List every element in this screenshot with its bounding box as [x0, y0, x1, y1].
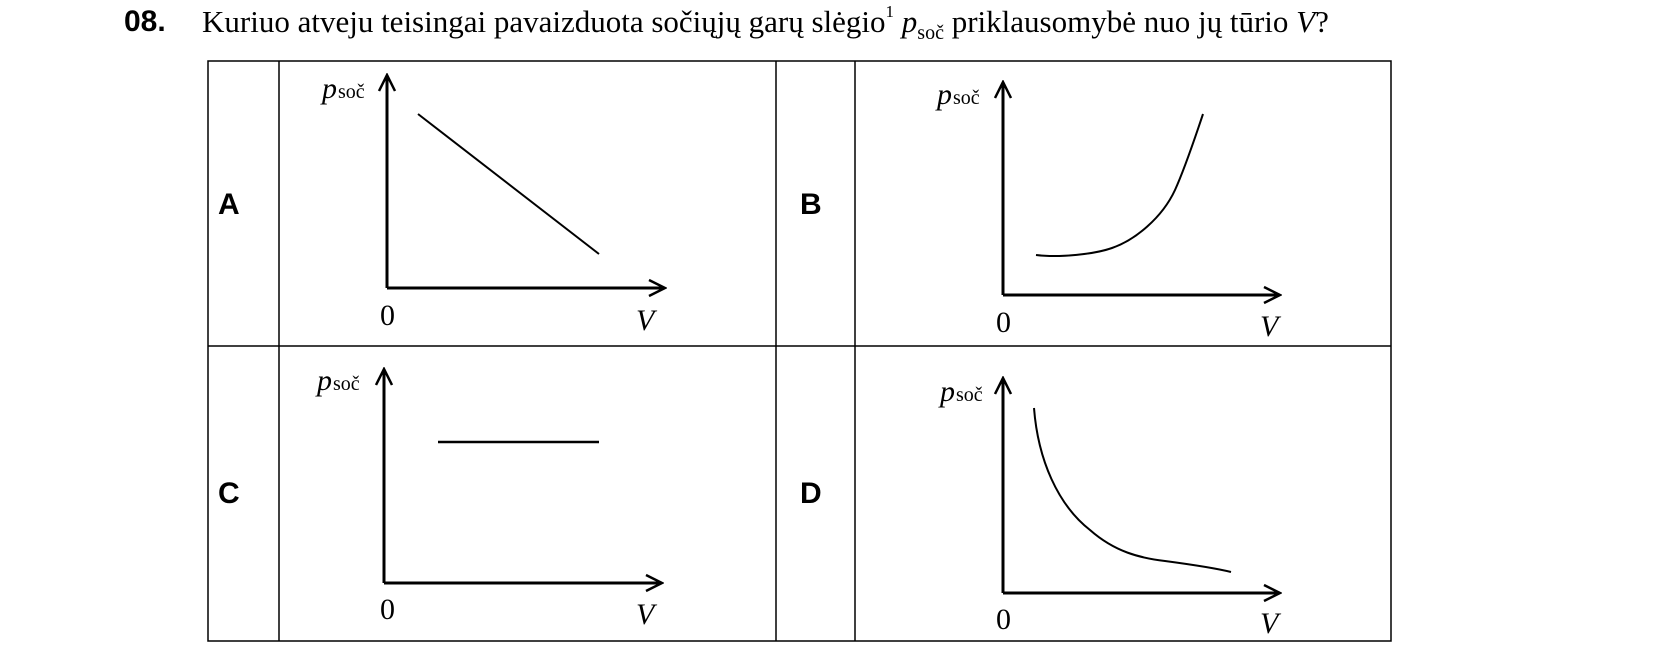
y-axis-subscript: soč [333, 373, 360, 395]
origin-label: 0 [380, 299, 395, 332]
y-axis-label: p [315, 364, 332, 397]
option-letter-a: A [218, 188, 240, 221]
origin-label: 0 [996, 603, 1011, 636]
y-axis-subscript: soč [956, 384, 983, 406]
option-letter-c: C [218, 477, 240, 510]
x-axis-label: V [1260, 607, 1282, 640]
x-axis-label: V [1260, 310, 1282, 343]
origin-label: 0 [380, 593, 395, 626]
y-axis-label: p [935, 78, 952, 111]
x-axis-label: V [636, 304, 658, 337]
question-text-middle: priklausomybė nuo jų tūrio [951, 4, 1289, 39]
option-d[interactable]: D p soč 0 V [800, 375, 1282, 640]
question-text-end: ? [1315, 4, 1329, 39]
x-axis-label: V [636, 598, 658, 631]
question-number: 08. [124, 5, 166, 38]
pressure-subscript: soč [917, 22, 944, 45]
y-axis-subscript: soč [338, 81, 365, 103]
option-c[interactable]: C p soč 0 V [218, 364, 662, 631]
y-axis-subscript: soč [953, 87, 980, 109]
option-letter-d: D [800, 477, 822, 510]
y-axis-label: p [938, 375, 955, 408]
y-axis-label: p [320, 72, 337, 105]
option-letter-b: B [800, 188, 822, 221]
origin-label: 0 [996, 306, 1011, 339]
option-a[interactable]: A p soč 0 V [218, 72, 665, 337]
question-text-start: Kuriuo atveju teisingai pavaizduota soči… [202, 4, 886, 39]
question-text: Kuriuo atveju teisingai pavaizduota soči… [202, 1, 1329, 45]
footnote-marker: 1 [885, 1, 895, 21]
volume-symbol: V [1296, 4, 1316, 39]
curve-decreasing-hyperbola [1033, 407, 1232, 573]
option-b[interactable]: B p soč 0 V [800, 78, 1282, 343]
pressure-symbol: p [901, 4, 918, 39]
curve-linear-decreasing [417, 113, 600, 255]
table-grid [207, 60, 1392, 642]
curve-increasing-convex [1035, 113, 1204, 258]
